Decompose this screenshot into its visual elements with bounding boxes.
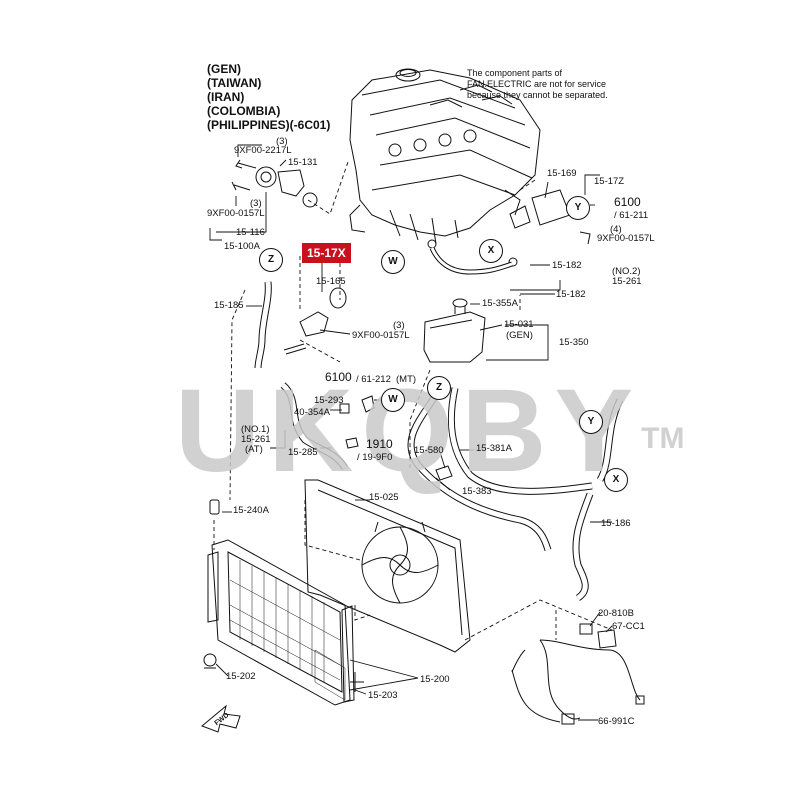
label-at: (AT) (245, 444, 263, 455)
label-9xf00-0157l-c[interactable]: 9XF00-0157L (352, 330, 410, 341)
label-gen: (GEN) (506, 330, 533, 341)
watermark-text: UKQBY (175, 365, 642, 497)
label-15-293[interactable]: 15-293 (314, 395, 344, 406)
label-20-810b[interactable]: 20-810B (598, 608, 634, 619)
callout-w-middle: W (381, 388, 405, 412)
note-line-1: The component parts of (467, 68, 563, 78)
highlighted-part-number[interactable]: 15-17X (302, 243, 351, 263)
label-15-240a[interactable]: 15-240A (233, 505, 269, 516)
fwd-arrow-icon (201, 704, 241, 733)
label-15-185[interactable]: 15-185 (214, 300, 244, 311)
label-66-991c[interactable]: 66-991C (598, 716, 635, 727)
label-15-131[interactable]: 15-131 (288, 157, 318, 168)
engine-assembly (349, 68, 541, 267)
note-line-3: because they cannot be separated. (467, 90, 608, 100)
label-9xf00-0157l-a[interactable]: 9XF00-0157L (207, 208, 265, 219)
label-15-203[interactable]: 15-203 (368, 690, 398, 701)
label-mt: (MT) (396, 374, 417, 385)
region-gen: (GEN) (207, 62, 241, 76)
leader-lines (209, 144, 613, 721)
label-qty-3c: (3) (393, 320, 405, 331)
region-philippines: (PHILIPPINES)(-6C01) (207, 118, 331, 132)
label-15-261-b[interactable]: 15-261 (241, 434, 271, 445)
callout-y-right: Y (579, 410, 603, 434)
region-taiwan: (TAIWAN) (207, 76, 262, 90)
watermark: UKQBYTM (175, 372, 684, 490)
label-qty-3a: (3) (276, 136, 288, 147)
wiring-harness (511, 639, 645, 725)
label-15-350[interactable]: 15-350 (559, 337, 589, 348)
label-15-182-a[interactable]: 15-182 (552, 260, 582, 271)
label-15-182-b[interactable]: 15-182 (556, 289, 586, 300)
label-15-169[interactable]: 15-169 (547, 168, 577, 179)
callout-z-middle: Z (427, 376, 451, 400)
callout-x-right: X (604, 468, 628, 492)
label-15-031[interactable]: 15-031 (504, 319, 534, 330)
fan-assembly (304, 479, 471, 653)
label-15-355a[interactable]: 15-355A (482, 298, 518, 309)
label-1910[interactable]: 1910 (366, 437, 393, 451)
label-no2: (NO.2) (612, 266, 641, 277)
label-6100-a[interactable]: 6100 (614, 195, 641, 209)
label-15-100a[interactable]: 15-100A (224, 241, 260, 252)
label-67-cc1[interactable]: 67-CC1 (612, 621, 645, 632)
watermark-tm: TM (641, 422, 685, 455)
callout-z-left: Z (259, 248, 283, 272)
label-15-200[interactable]: 15-200 (420, 674, 450, 685)
label-9xf00-2217l[interactable]: 9XF00-2217L (234, 145, 292, 156)
label-15-116[interactable]: 15-116 (236, 227, 265, 238)
callout-w-top: W (381, 250, 405, 274)
label-15-261-a[interactable]: 15-261 (612, 276, 642, 287)
callout-x-top: X (479, 239, 503, 263)
note-line-2: FAN.ELECTRIC are not for service (467, 79, 607, 89)
label-qty-4: (4) (610, 224, 622, 235)
label-no1: (NO.1) (241, 424, 270, 435)
thermostat-assembly (231, 159, 318, 208)
label-15-580[interactable]: 15-580 (414, 445, 444, 456)
label-15-381a[interactable]: 15-381A (476, 443, 512, 454)
label-40-354a[interactable]: 40-354A (294, 407, 330, 418)
water-outlet-assembly (283, 287, 347, 355)
clips-and-bolts (209, 189, 617, 692)
label-6100-b[interactable]: 6100 (325, 370, 352, 384)
label-15-17z[interactable]: 15-17Z (594, 176, 625, 187)
label-61-211[interactable]: / 61-211 (614, 210, 649, 221)
label-15-165[interactable]: 15-165 (316, 276, 346, 287)
label-15-202[interactable]: 15-202 (226, 671, 256, 682)
label-15-285[interactable]: 15-285 (288, 447, 318, 458)
region-colombia: (COLOMBIA) (207, 104, 281, 118)
reference-lines (213, 161, 613, 641)
label-15-186[interactable]: 15-186 (601, 518, 631, 529)
label-15-383[interactable]: 15-383 (462, 486, 492, 497)
region-iran: (IRAN) (207, 90, 245, 104)
label-19-9f0[interactable]: / 19-9F0 (357, 452, 393, 463)
label-qty-3b: (3) (250, 198, 262, 209)
label-15-025[interactable]: 15-025 (369, 492, 399, 503)
coolant-reservoir (423, 298, 486, 363)
callout-y-top: Y (566, 196, 590, 220)
hoses (254, 246, 624, 601)
label-61-212[interactable]: / 61-212 (356, 374, 391, 385)
label-9xf00-0157l-b[interactable]: 9XF00-0157L (597, 233, 655, 244)
radiator (203, 539, 355, 706)
